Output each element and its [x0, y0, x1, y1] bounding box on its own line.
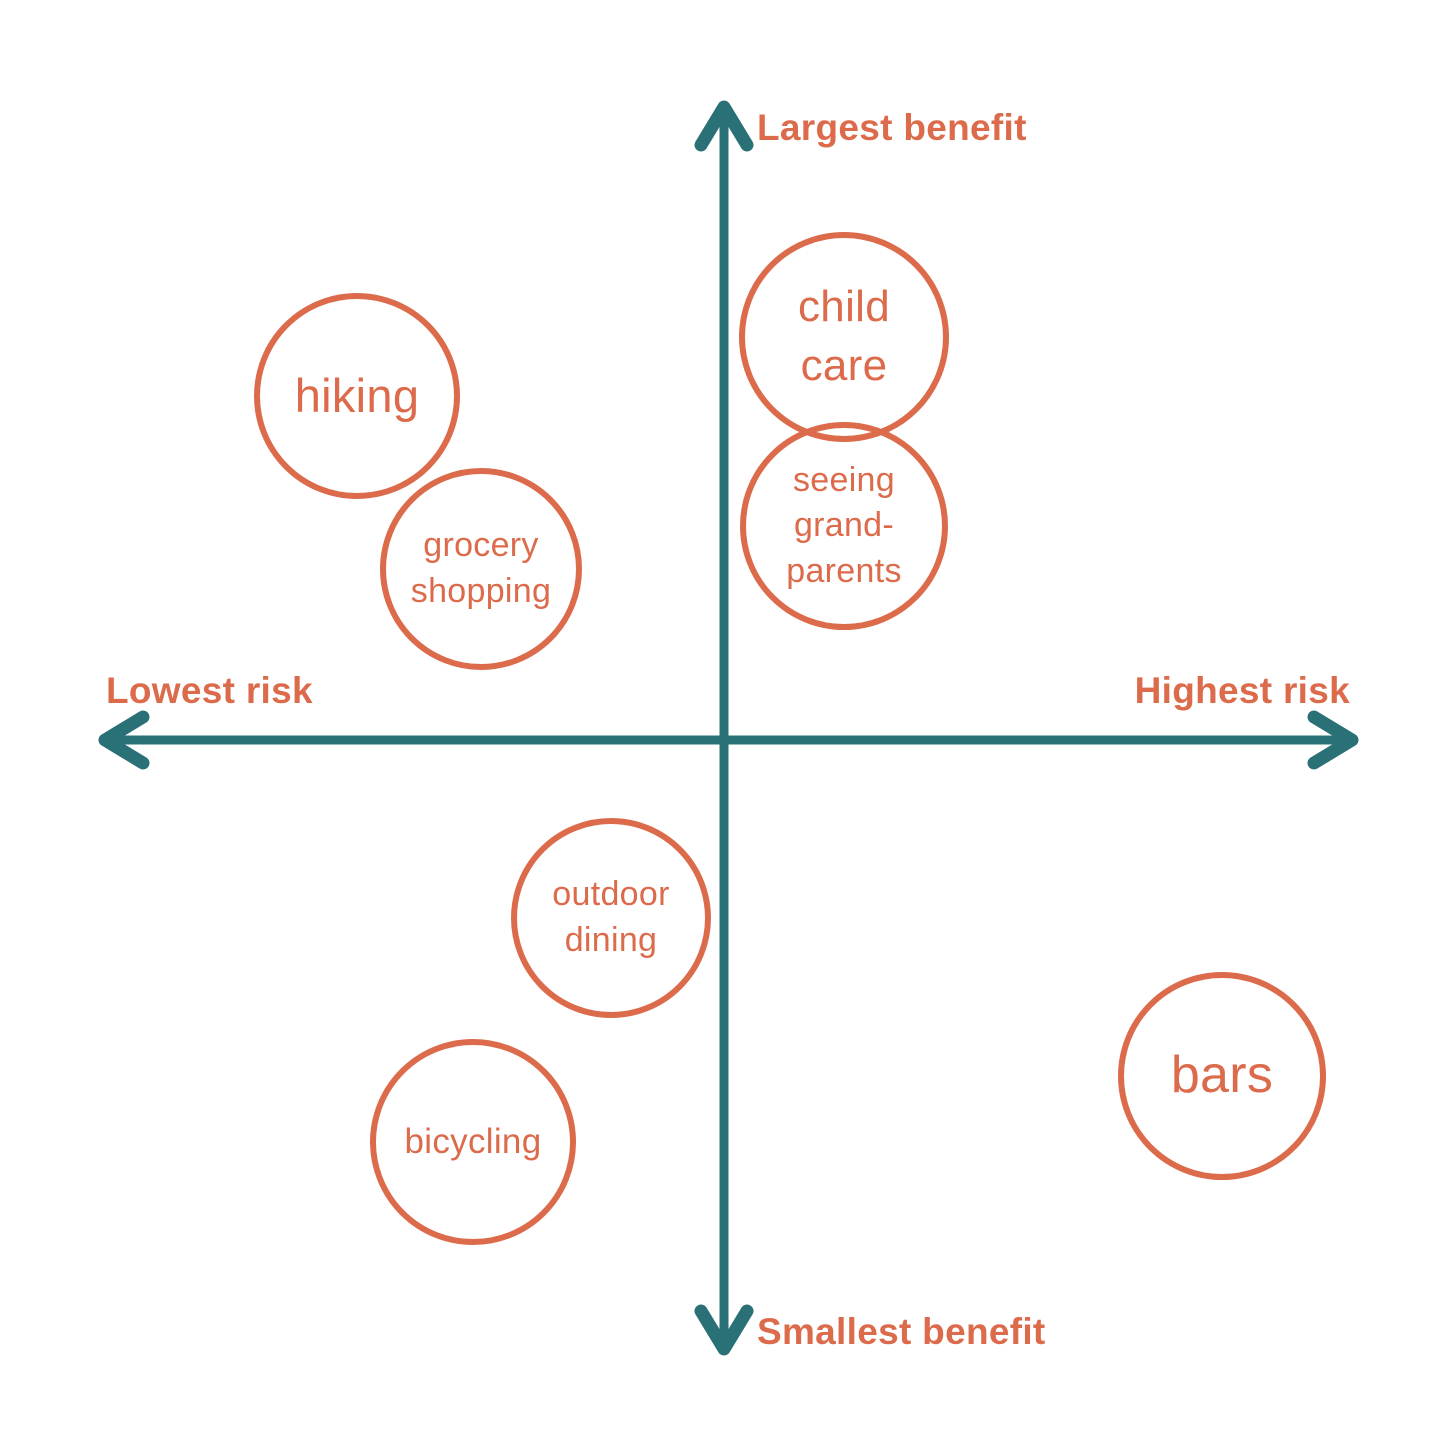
bubble-bars: bars: [1118, 972, 1326, 1180]
bubble-label: bars: [1170, 1046, 1274, 1105]
bubble-label: outdoor dining: [552, 875, 670, 959]
bubble-label: grocery shopping: [410, 526, 552, 610]
x-axis-left-label: Lowest risk: [106, 670, 313, 711]
bubble-bicycling: bicycling: [370, 1039, 576, 1245]
arrow-down-icon: [694, 1304, 754, 1356]
y-axis-top-label: Largest benefit: [757, 107, 1027, 148]
bubble-seeing-grandparents: seeing grand- parents: [740, 422, 948, 630]
bubble-outdoor-dining: outdoor dining: [511, 818, 711, 1018]
bubble-label: bicycling: [404, 1121, 542, 1161]
arrow-up-icon: [694, 100, 754, 152]
arrow-right-icon: [1307, 710, 1359, 770]
bubble-label: hiking: [294, 368, 420, 422]
arrow-left-icon: [98, 710, 150, 770]
bubble-child-care: child care: [739, 232, 949, 442]
y-axis-bottom-label: Smallest benefit: [757, 1311, 1046, 1352]
bubble-grocery-shopping: grocery shopping: [380, 468, 582, 670]
x-axis-right-label: Highest risk: [1134, 670, 1350, 711]
bubble-label: seeing grand- parents: [786, 460, 902, 590]
bubble-hiking: hiking: [254, 293, 460, 499]
bubble-label: child care: [798, 282, 890, 390]
